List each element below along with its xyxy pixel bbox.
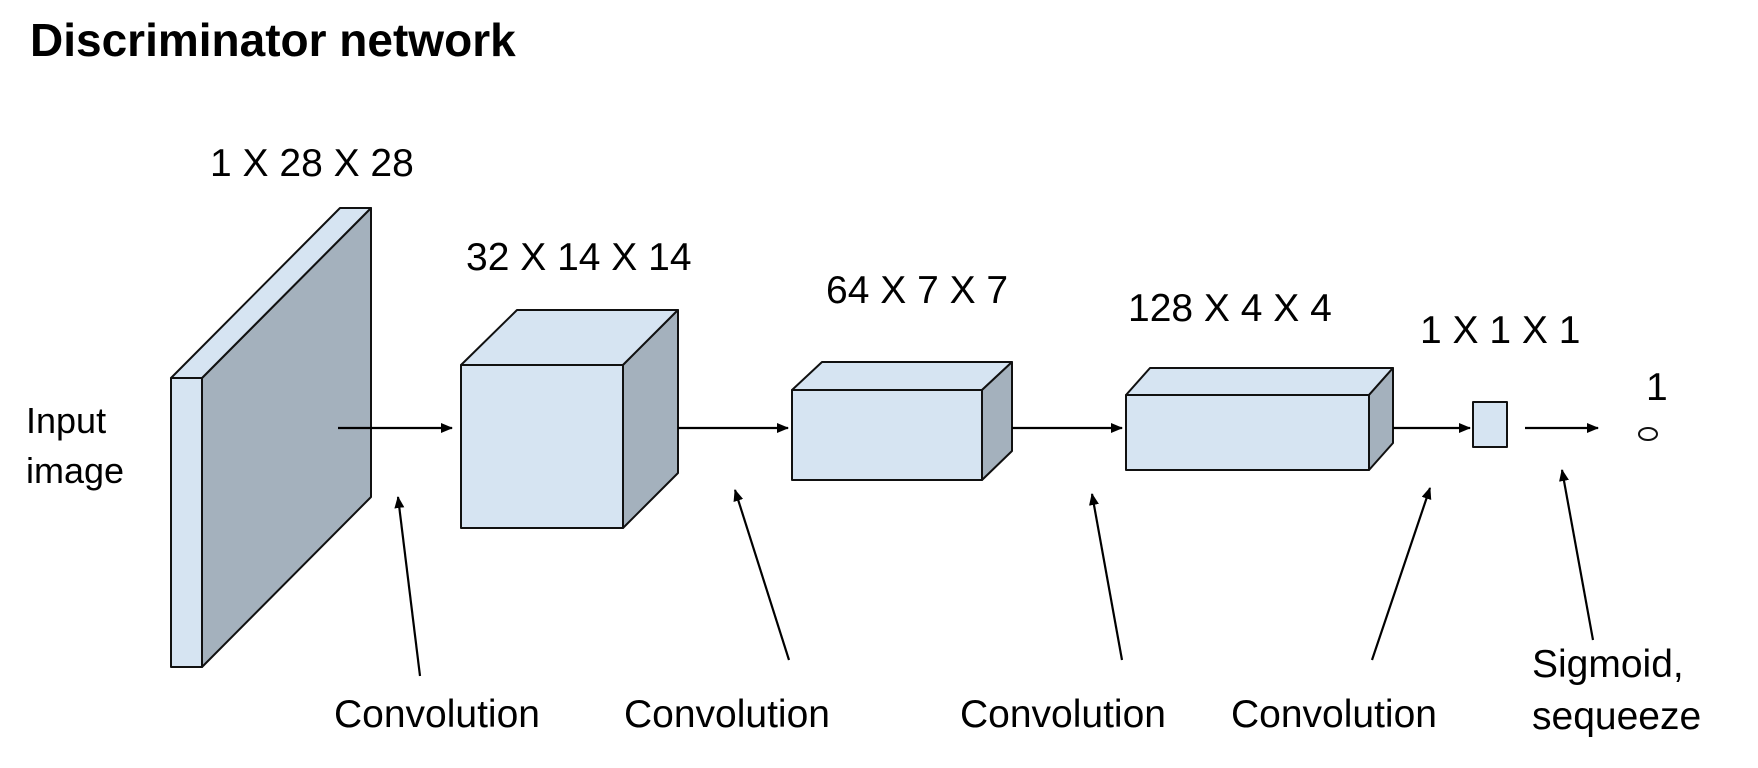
op-label-3: Convolution: [960, 693, 1166, 736]
output-node: [1638, 427, 1658, 441]
op-pointer-arrow-5: [1559, 469, 1595, 641]
op-label-2: Convolution: [624, 693, 830, 736]
input-slab-front: [170, 377, 203, 668]
layer-input-shape: 1 X 28 X 28: [210, 142, 414, 185]
conv4-front: [1472, 401, 1508, 448]
op-label-4: Convolution: [1231, 693, 1437, 736]
op-pointer-arrow-3: [1089, 493, 1124, 661]
output-value: 1: [1646, 366, 1668, 409]
conv3-top: [1125, 367, 1394, 396]
op-label-1: Convolution: [334, 693, 540, 736]
conv2-front: [791, 389, 983, 481]
conv2-top: [791, 361, 1013, 391]
op-label-5-line1: Sigmoid,: [1532, 643, 1684, 686]
input-label-line1: Input: [26, 400, 106, 441]
layer-conv1-block: [460, 309, 679, 529]
layer-conv2-block: [791, 361, 1013, 481]
layer-conv4-shape: 1 X 1 X 1: [1420, 309, 1580, 352]
diagram-title: Discriminator network: [30, 14, 516, 66]
layer-conv4-block: [1472, 401, 1508, 448]
layer-conv3-block: [1125, 367, 1394, 471]
op-pointer-arrow-2: [733, 489, 791, 661]
op-label-5-line2: sequeeze: [1532, 695, 1701, 738]
op-pointer-arrow-1: [394, 496, 422, 677]
conv3-front: [1125, 394, 1370, 471]
conv1-front: [460, 364, 624, 529]
layer-conv3-shape: 128 X 4 X 4: [1128, 287, 1332, 330]
layer-input-block: [170, 207, 372, 668]
input-label-line2: image: [26, 450, 124, 491]
layer-conv1-shape: 32 X 14 X 14: [466, 236, 692, 279]
op-pointer-arrow-4: [1370, 487, 1432, 661]
layer-conv2-shape: 64 X 7 X 7: [826, 269, 1008, 312]
